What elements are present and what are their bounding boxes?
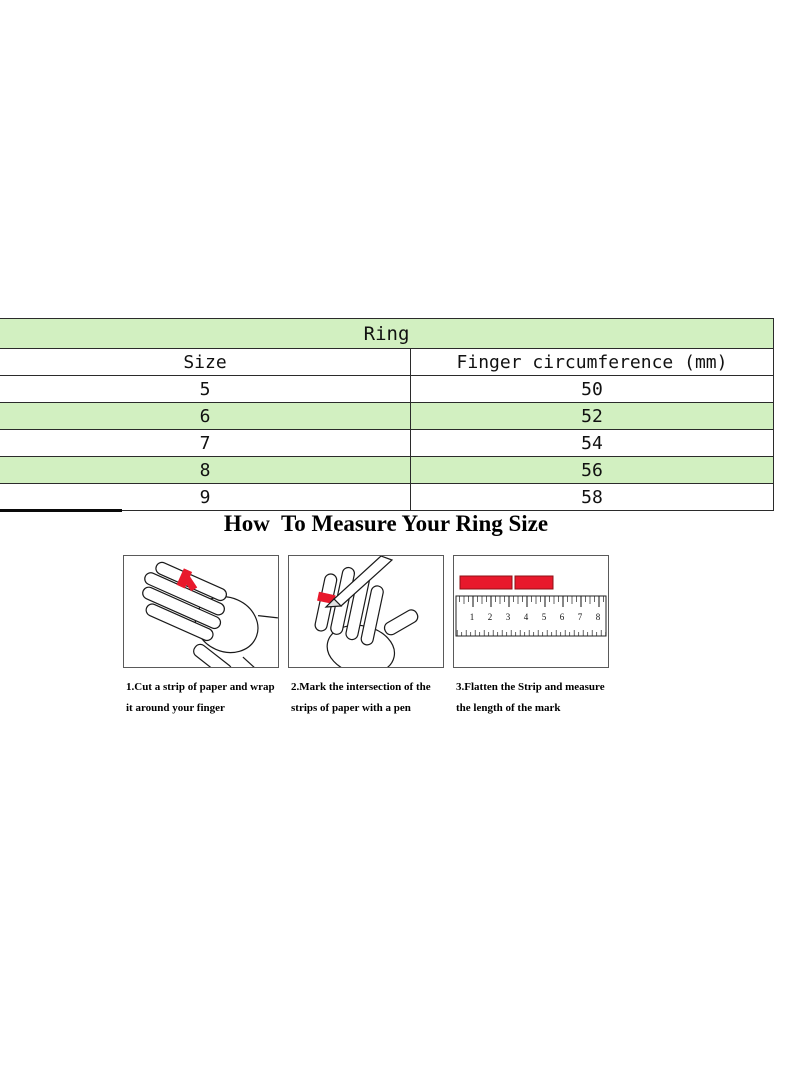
step-1-caption-line-1: 1.Cut a strip of paper and wrap [126, 681, 275, 693]
size-cell: 8 [0, 456, 411, 484]
size-cell: 5 [0, 375, 411, 403]
measure-step-1: 1.Cut a strip of paper and wrap it aroun… [123, 555, 279, 719]
col-header-size: Size [0, 348, 411, 376]
ruler-number: 3 [506, 612, 511, 622]
ruler-number: 4 [524, 612, 529, 622]
table-title: Ring [0, 318, 775, 349]
step-2-caption-line-1: 2.Mark the intersection of the [291, 681, 431, 693]
table-bottom-edge-line [0, 509, 122, 512]
table-row: 6 52 [0, 402, 775, 430]
table-row: 9 58 [0, 483, 775, 511]
circumference-cell: 52 [409, 402, 775, 430]
step-2-illustration-box [288, 555, 444, 668]
ruler-measuring-strip-icon: 1 2 3 4 5 6 7 8 [455, 575, 607, 637]
table-row: 7 54 [0, 429, 775, 457]
table-row: 8 56 [0, 456, 775, 484]
ruler-number: 8 [596, 612, 601, 622]
size-cell: 9 [0, 483, 411, 511]
measure-section-heading: How To Measure Your Ring Size [223, 511, 549, 536]
ruler-number: 6 [560, 612, 565, 622]
ruler-number: 2 [488, 612, 493, 622]
step-3-caption-line-2: the length of the mark [456, 702, 561, 714]
step-2-caption: 2.Mark the intersection of the strips of… [288, 677, 444, 719]
hand-with-paper-strip-icon [142, 561, 278, 667]
ruler-number: 5 [542, 612, 547, 622]
circumference-cell: 58 [409, 483, 775, 511]
hand-marking-with-pen-icon [314, 556, 419, 667]
step-1-caption-line-2: it around your finger [126, 702, 225, 714]
circumference-cell: 54 [409, 429, 775, 457]
measure-step-2: 2.Mark the intersection of the strips of… [288, 555, 444, 719]
ruler-number: 7 [578, 612, 583, 622]
table-header-row: Size Finger circumference (mm) [0, 348, 775, 376]
size-cell: 7 [0, 429, 411, 457]
table-row: 5 50 [0, 375, 775, 403]
step-1-illustration-box [123, 555, 279, 668]
circumference-cell: 56 [409, 456, 775, 484]
step-3-caption: 3.Flatten the Strip and measure the leng… [453, 677, 609, 719]
ruler-number: 1 [470, 612, 475, 622]
ring-size-table: Ring Size Finger circumference (mm) 5 50… [0, 318, 775, 511]
measure-step-3: 1 2 3 4 5 6 7 8 3.Flatten the Strip and … [453, 555, 609, 719]
step-1-caption: 1.Cut a strip of paper and wrap it aroun… [123, 677, 279, 719]
table-title-row: Ring [0, 318, 775, 349]
step-3-caption-line-1: 3.Flatten the Strip and measure [456, 681, 605, 693]
circumference-cell: 50 [409, 375, 775, 403]
step-3-illustration-box: 1 2 3 4 5 6 7 8 [453, 555, 609, 668]
col-header-circumference: Finger circumference (mm) [409, 348, 775, 376]
size-cell: 6 [0, 402, 411, 430]
step-2-caption-line-2: strips of paper with a pen [291, 702, 411, 714]
